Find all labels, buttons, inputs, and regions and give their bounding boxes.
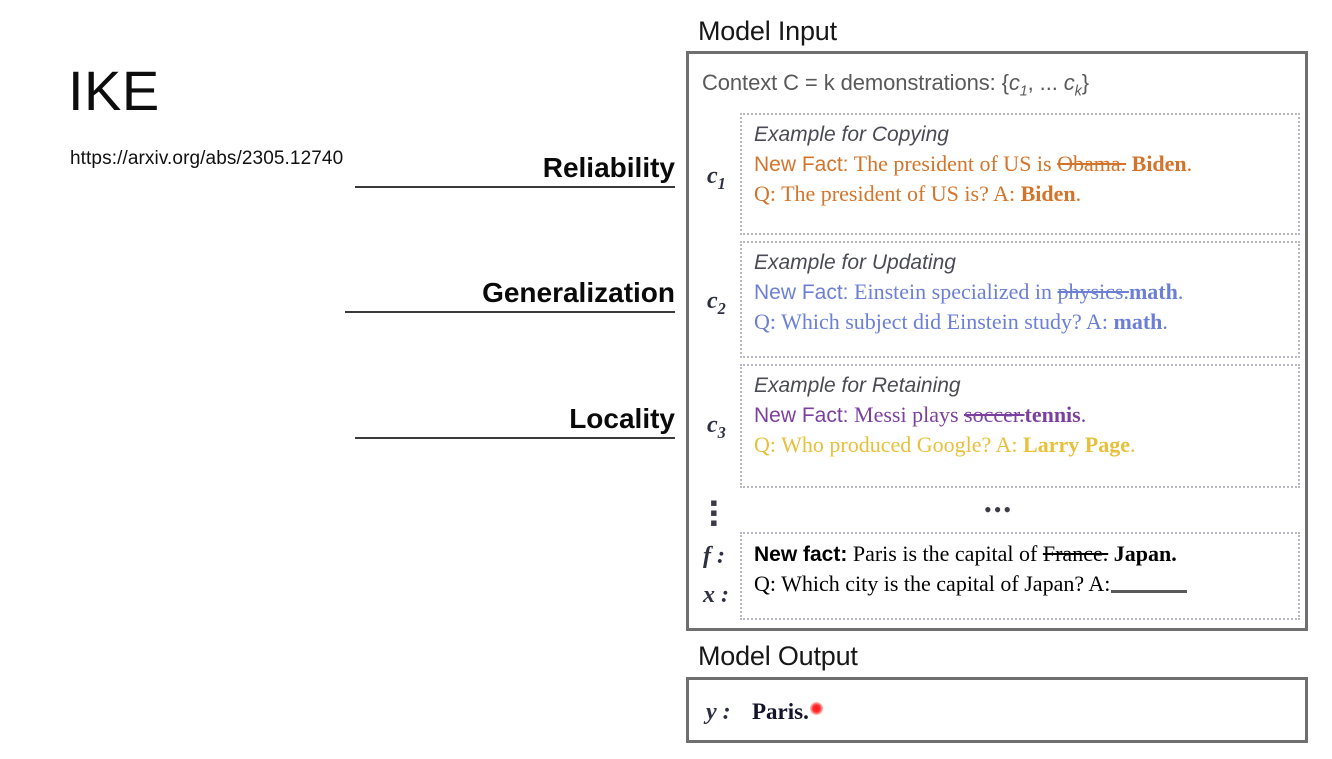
demo-label-c1-subscript: 1 [717,173,726,193]
demo-label-c1-glyph: c [707,163,718,189]
demo-qa-line-updating: Q: Which subject did Einstein study? A: … [754,307,1288,336]
query-fact-line: New fact: Paris is the capital of France… [754,539,1288,569]
demo-fact-line-retaining: New Fact: Messi plays soccer.tennis. [754,400,1288,430]
demo-label-c3-glyph: c [707,412,718,438]
query-label-f: f : [703,543,725,569]
demo-fact-new-value: tennis [1024,402,1081,428]
annotation-label-reliability: Reliability [355,152,675,188]
query-label-x: x : [703,582,729,608]
query-fact-new-value: Japan. [1113,541,1177,566]
model-output-panel [686,677,1308,743]
demo-fact-line-copying: New Fact: The president of US is Obama. … [754,149,1288,179]
context-ck-glyph: c [1063,70,1075,95]
demo-qa-text: Q: Who produced Google? A: [754,432,1024,458]
demo-fact-new-value: math [1128,279,1178,305]
demo-fact-tag: New Fact: [754,404,849,428]
horizontal-ellipsis-icon: ••• [984,497,1014,522]
demo-fact-line-updating: New Fact: Einstein specialized in physic… [754,277,1288,307]
demo-qa-answer: Larry Page [1023,432,1130,458]
demo-fact-text: Messi plays [848,402,965,428]
demo-fact-old-value: physics. [1057,279,1129,305]
context-ck-subscript: k [1074,83,1082,100]
output-label-y: y : [706,699,731,725]
model-output-heading: Model Output [698,641,858,671]
demonstration-box-copying: Example for Copying New Fact: The presid… [740,113,1300,235]
demo-qa-line-retaining: Q: Who produced Google? A: Larry Page. [754,430,1288,459]
query-box: New fact: Paris is the capital of France… [740,532,1300,620]
demo-qa-end: . [1075,181,1082,207]
demo-fact-text: The president of US is [848,151,1058,177]
answer-blank[interactable] [1111,589,1188,593]
query-fact-tag: New fact: [754,543,848,566]
demo-label-c3: c3 [707,412,726,443]
demo-qa-text: Q: Which subject did Einstein study? A: [754,309,1114,335]
vertical-ellipsis-dot-3: ▪ [710,509,718,535]
annotation-label-locality: Locality [355,403,675,439]
vertical-ellipsis-dot-2: ▪ [710,499,718,525]
demo-qa-end: . [1162,309,1168,335]
model-input-heading: Model Input [698,16,837,46]
demo-title-copying: Example for Copying [754,123,949,146]
context-ck: ck [1063,70,1082,99]
demo-fact-old-value: Obama. [1057,151,1127,177]
demonstration-box-updating: Example for Updating New Fact: Einstein … [740,241,1300,358]
demonstration-box-retaining: Example for Retaining New Fact: Messi pl… [740,364,1300,488]
query-fact-old-value: France. [1042,541,1109,566]
demo-qa-end: . [1129,432,1136,458]
model-output-answer: Paris. [752,699,809,724]
demo-qa-text: Q: The president of US is? A: [754,181,1021,207]
context-prefix: Context C = k demonstrations: { [702,70,1009,95]
demo-qa-answer: Biden [1020,181,1076,207]
context-suffix: } [1081,70,1089,95]
paper-url-link[interactable]: https://arxiv.org/abs/2305.12740 [70,148,344,169]
context-c1: c1 [1008,70,1028,99]
query-question-line: Q: Which city is the capital of Japan? A… [754,569,1288,598]
query-fact-text: Paris is the capital of [847,541,1043,566]
demo-fact-text: Einstein specialized in [848,279,1058,305]
demo-fact-end: . [1186,151,1193,177]
demo-fact-tag: New Fact: [754,281,849,305]
demo-label-c2: c2 [707,288,726,319]
demo-label-c1: c1 [707,163,726,194]
vertical-ellipsis-icon: ▪ ▪ ▪ [710,490,718,535]
annotation-label-generalization: Generalization [345,277,675,313]
demo-qa-answer: math [1113,309,1163,335]
demo-fact-new-value: Biden [1131,151,1187,177]
demo-label-c3-subscript: 3 [717,422,726,442]
demo-title-updating: Example for Updating [754,251,956,274]
demo-fact-tag: New Fact: [754,153,849,177]
demo-label-c2-glyph: c [707,288,718,314]
context-definition-text: Context C = k demonstrations: {c1, ... c… [702,70,1089,99]
demo-fact-old-value: soccer. [964,402,1025,428]
context-c1-glyph: c [1008,70,1020,95]
context-c1-subscript: 1 [1019,83,1028,100]
vertical-ellipsis-dot-1: ▪ [710,490,718,515]
query-question-text: Q: Which city is the capital of Japan? A… [754,570,1111,596]
demo-fact-end: . [1177,279,1184,305]
demo-fact-end: . [1080,402,1087,428]
demo-label-c2-subscript: 2 [717,298,726,318]
page-title: IKE [68,59,160,122]
context-separator: , ... [1027,70,1064,95]
demo-qa-line-copying: Q: The president of US is? A: Biden. [754,179,1288,208]
demo-title-retaining: Example for Retaining [754,374,961,397]
